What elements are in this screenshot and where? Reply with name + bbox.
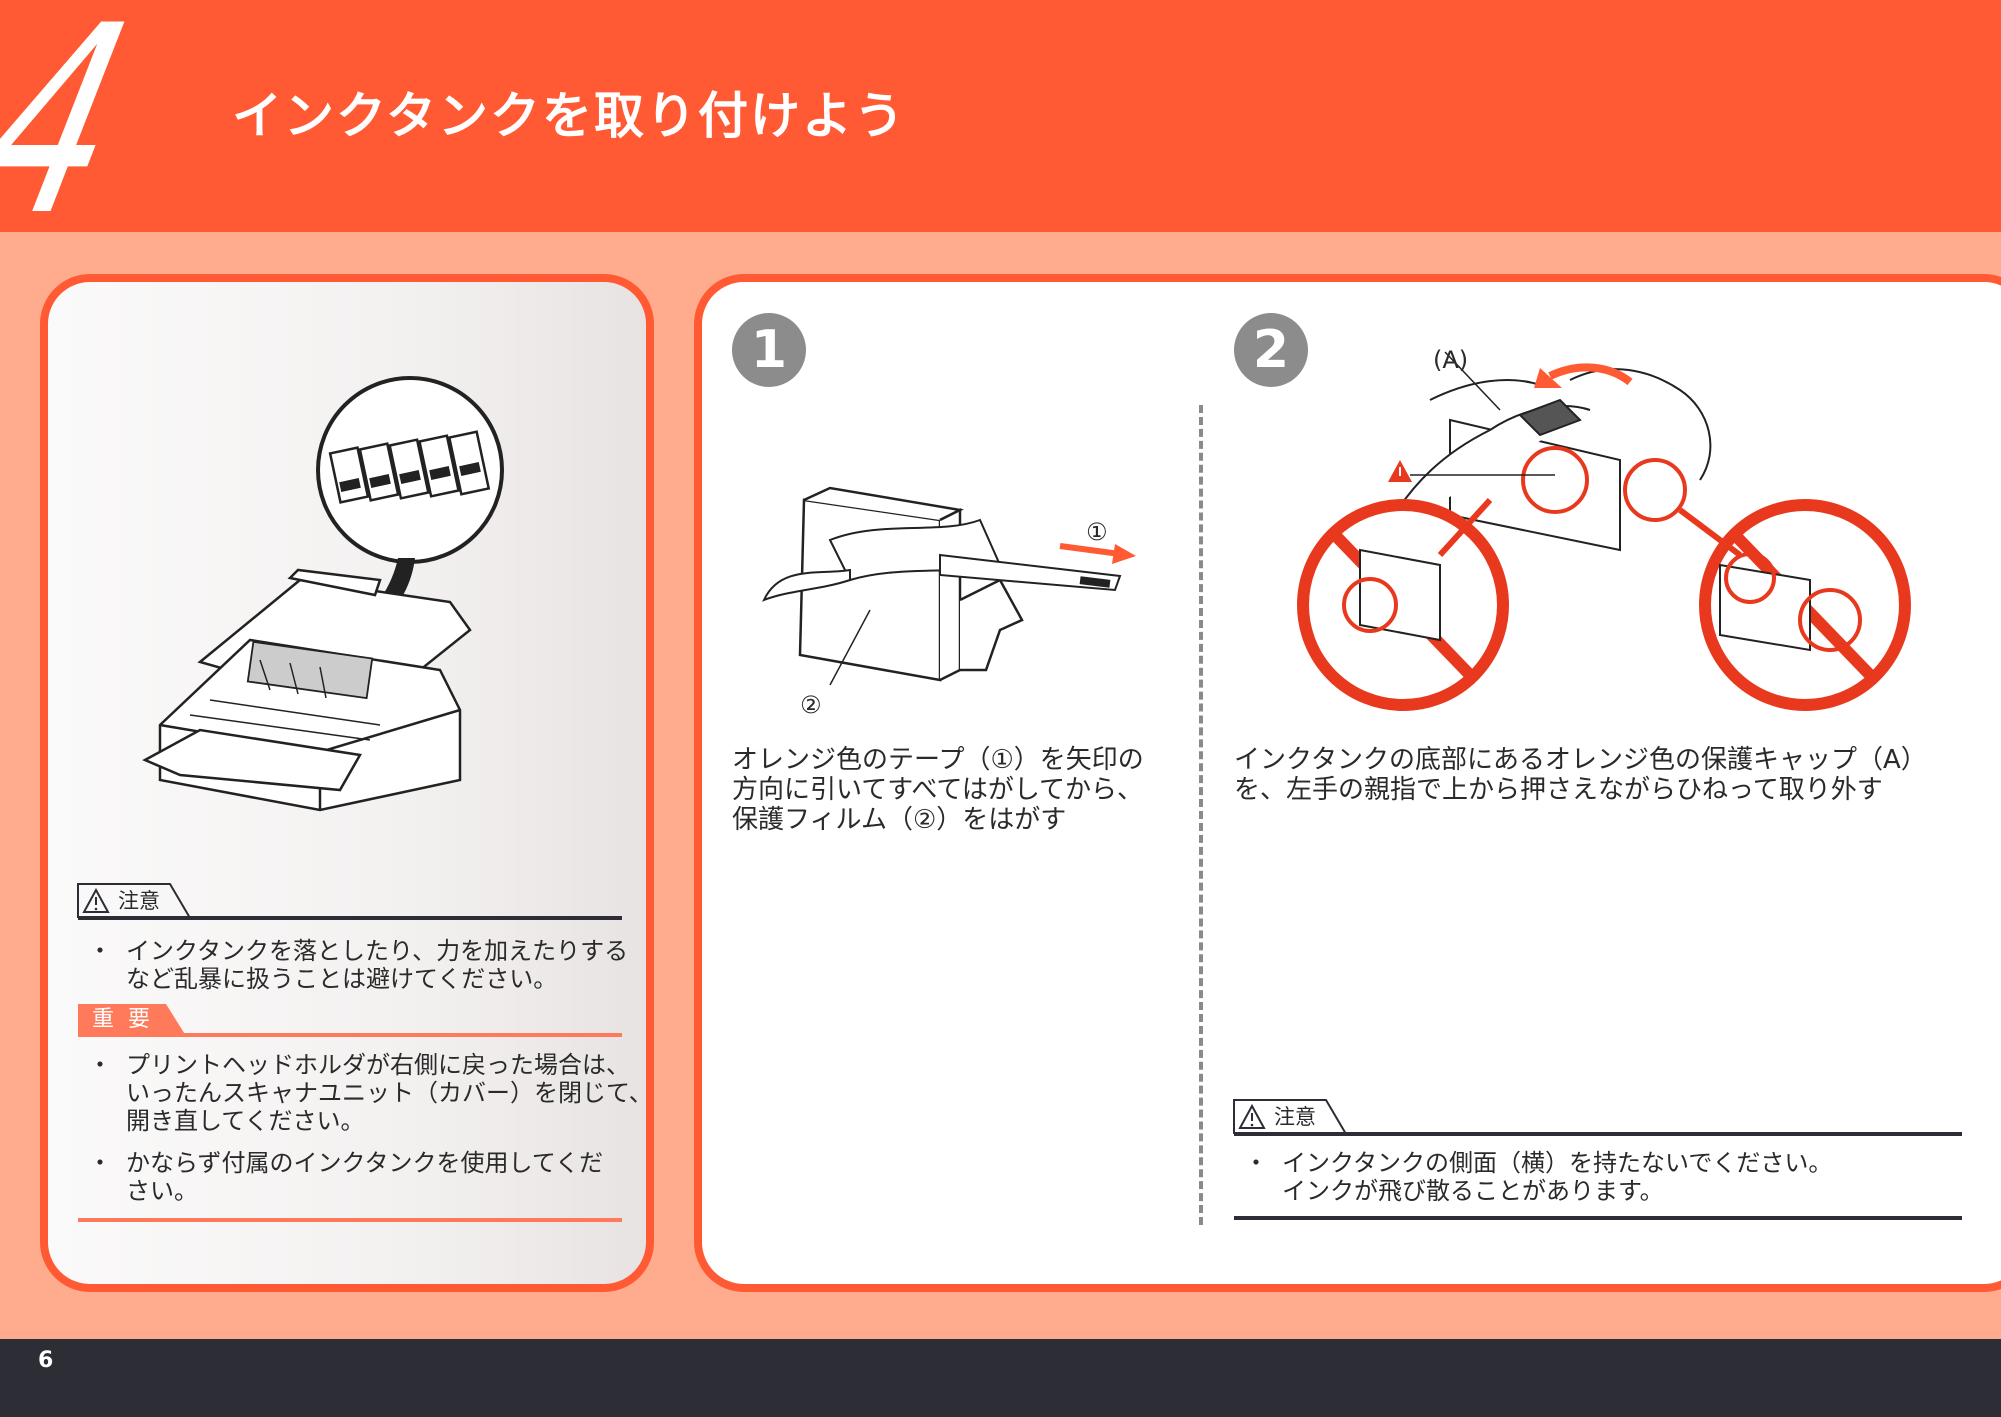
arrow-icon <box>1059 543 1136 564</box>
caution-rule-left <box>78 916 622 920</box>
step-badge-2: 2 <box>1234 313 1308 387</box>
caution-label: 注意 <box>1274 1105 1316 1129</box>
caution-rule-right-top <box>1234 1132 1962 1136</box>
step-2-text: インクタンクの底部にあるオレンジ色の保護キャップ（A） <box>1234 745 1927 775</box>
right-panel <box>694 274 2001 1292</box>
step-badge-1: 1 <box>732 313 806 387</box>
ink-tank-tape-illustration <box>762 486 1136 686</box>
warning-triangle-icon <box>1388 460 1412 482</box>
caution-label: 注意 <box>118 889 160 913</box>
important-rule-bottom <box>78 1218 622 1222</box>
header-band <box>0 0 2001 232</box>
printer-illustration <box>142 376 504 812</box>
step-1-text: オレンジ色のテープ（①）を矢印の <box>732 745 1144 775</box>
cap-removal-illustration <box>1297 351 1911 711</box>
footer-band <box>0 1339 2001 1417</box>
important-rule-top <box>78 1033 622 1037</box>
important-tab: 重要 <box>78 1004 188 1036</box>
warning-triangle-icon <box>82 887 110 913</box>
step-divider <box>1199 405 1203 1225</box>
caution-tab-right: 注意 <box>1233 1099 1354 1135</box>
important-label: 重要 <box>92 1007 165 1032</box>
caution-tab-left: 注意 <box>77 883 198 919</box>
page-number: 6 <box>38 1348 54 1373</box>
step-1-text: 方向に引いてすべてはがしてから、 <box>732 775 1144 805</box>
page-title: インクタンクを取り付けよう <box>232 87 906 145</box>
step-1-text: 保護フィルム（②）をはがす <box>732 805 1067 835</box>
warning-triangle-icon <box>1238 1103 1266 1129</box>
caution-rule-right-bottom <box>1234 1216 1962 1220</box>
callout-1: ① <box>1086 518 1108 546</box>
step-2-text: を、左手の親指で上から押さえながらひねって取り外す <box>1234 775 1883 805</box>
callout-2: ② <box>800 691 822 719</box>
callout-a: (A) <box>1433 346 1469 374</box>
